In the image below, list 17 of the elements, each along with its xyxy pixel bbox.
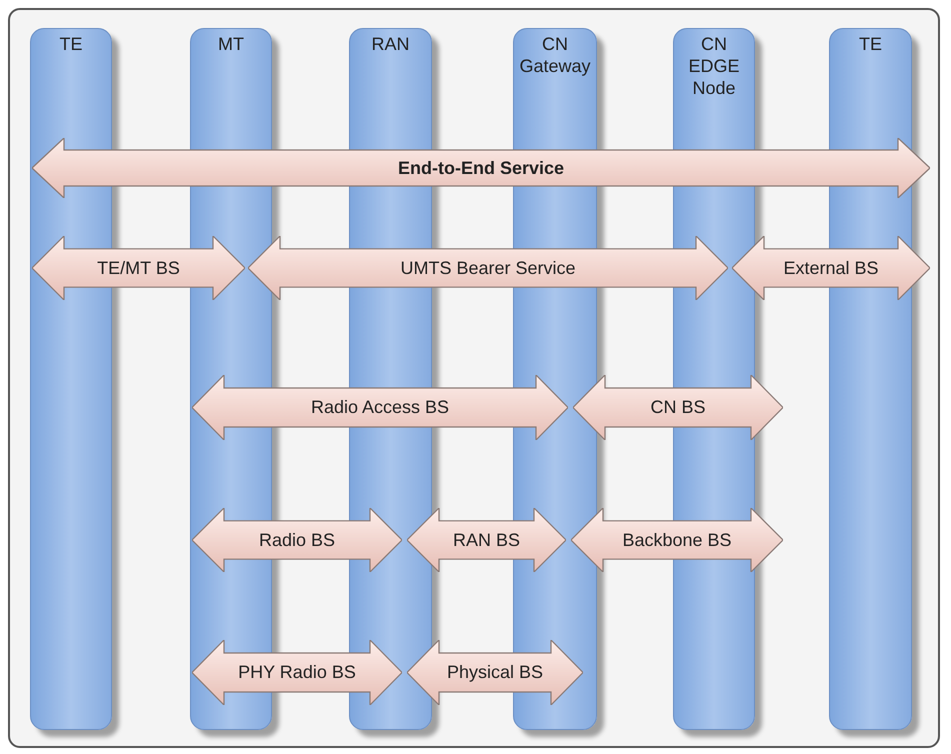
arrow-label: PHY Radio BS (238, 661, 356, 684)
arrow-label: Physical BS (446, 661, 544, 684)
arrow-label: Radio Access BS (310, 396, 450, 419)
arrow-label: RAN BS (452, 528, 520, 552)
column-label: TE (59, 33, 82, 55)
column-label: RAN (371, 33, 410, 55)
arrow-label: UMTS Bearer Service (400, 256, 576, 280)
column-label: TE (858, 33, 882, 55)
column-label: CN EDGE Node (687, 33, 740, 99)
arrow-label: Backbone BS (622, 528, 732, 552)
arrow-label: TE/MT BS (97, 256, 180, 280)
column-label: MT (218, 33, 244, 55)
arrow-label: CN BS (650, 396, 706, 419)
column-label: CN Gateway (518, 33, 592, 77)
arrow-label: End-to-End Service (398, 156, 564, 180)
arrow-label: External BS (783, 256, 879, 280)
arrow-label: Radio BS (258, 528, 336, 552)
